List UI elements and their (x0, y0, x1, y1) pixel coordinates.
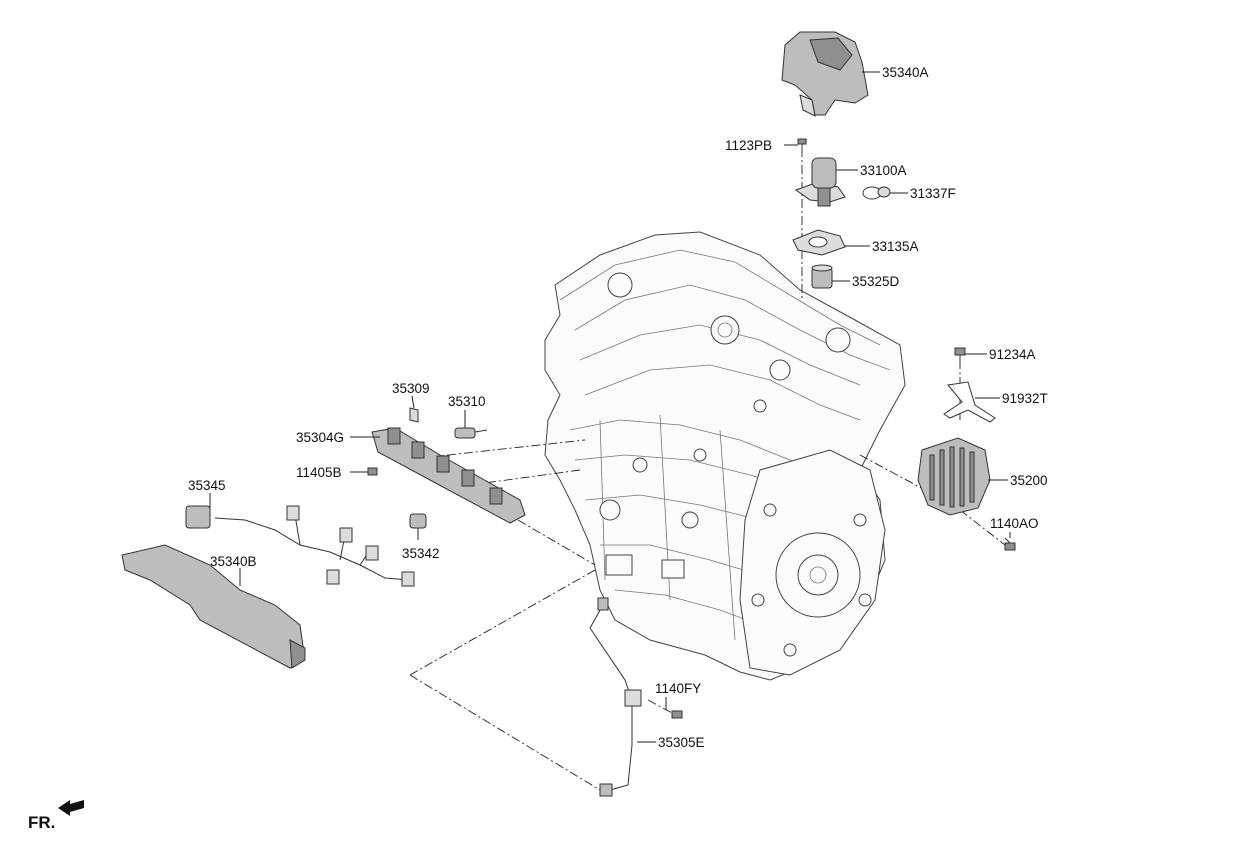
fuel-pump (794, 157, 846, 207)
front-label: FR. (28, 813, 55, 832)
label-1140ao: 1140AO (990, 516, 1039, 531)
label-35304g: 35304G (296, 430, 344, 445)
label-35340b: 35340B (210, 554, 257, 569)
label-35340a: 35340A (882, 65, 929, 80)
sensor-35310 (454, 427, 488, 439)
label-35342: 35342 (402, 546, 440, 561)
bracket-91932t (943, 381, 996, 423)
wiring-harness-35345 (185, 505, 415, 587)
label-35345: 35345 (188, 478, 226, 493)
label-31337f: 31337F (910, 186, 956, 201)
label-11405b: 11405B (296, 465, 342, 480)
engine-cover-top (781, 31, 869, 117)
label-1140fy: 1140FY (655, 681, 701, 696)
label-35305e: 35305E (658, 735, 705, 750)
sensor-35342 (409, 513, 427, 529)
orientation-indicator: FR. (28, 800, 84, 832)
part-number-labels: 35340A 1123PB 33100A 31337F 33135A 35325… (188, 65, 1048, 750)
bolt-91234a (954, 347, 966, 366)
gasket-33135a (792, 229, 846, 256)
label-35309: 35309 (392, 381, 430, 396)
leader-lines (209, 71, 1011, 743)
label-35325d: 35325D (852, 274, 900, 289)
label-35200: 35200 (1010, 473, 1048, 488)
clip-35309 (409, 407, 419, 423)
fuel-line-35305e (589, 597, 642, 797)
label-33100a: 33100A (860, 163, 907, 178)
bolt-1123pb (797, 138, 807, 152)
side-cover-35340b (121, 544, 306, 669)
front-arrow-icon (58, 800, 84, 816)
engine-assembly (544, 231, 906, 681)
bolt-1140fy (671, 710, 683, 719)
tappet-35325d (811, 264, 833, 289)
clamp-31337f (862, 186, 891, 200)
bolt-11405b (367, 467, 378, 476)
label-33135a: 33135A (872, 239, 919, 254)
bolt-1140ao (1004, 537, 1016, 551)
label-1123pb: 1123PB (725, 138, 772, 153)
label-91234a: 91234A (989, 347, 1036, 362)
label-35310: 35310 (448, 394, 486, 409)
unit-35200 (917, 437, 991, 516)
label-91932t: 91932T (1002, 391, 1048, 406)
fuel-rail-35304g (371, 427, 526, 524)
